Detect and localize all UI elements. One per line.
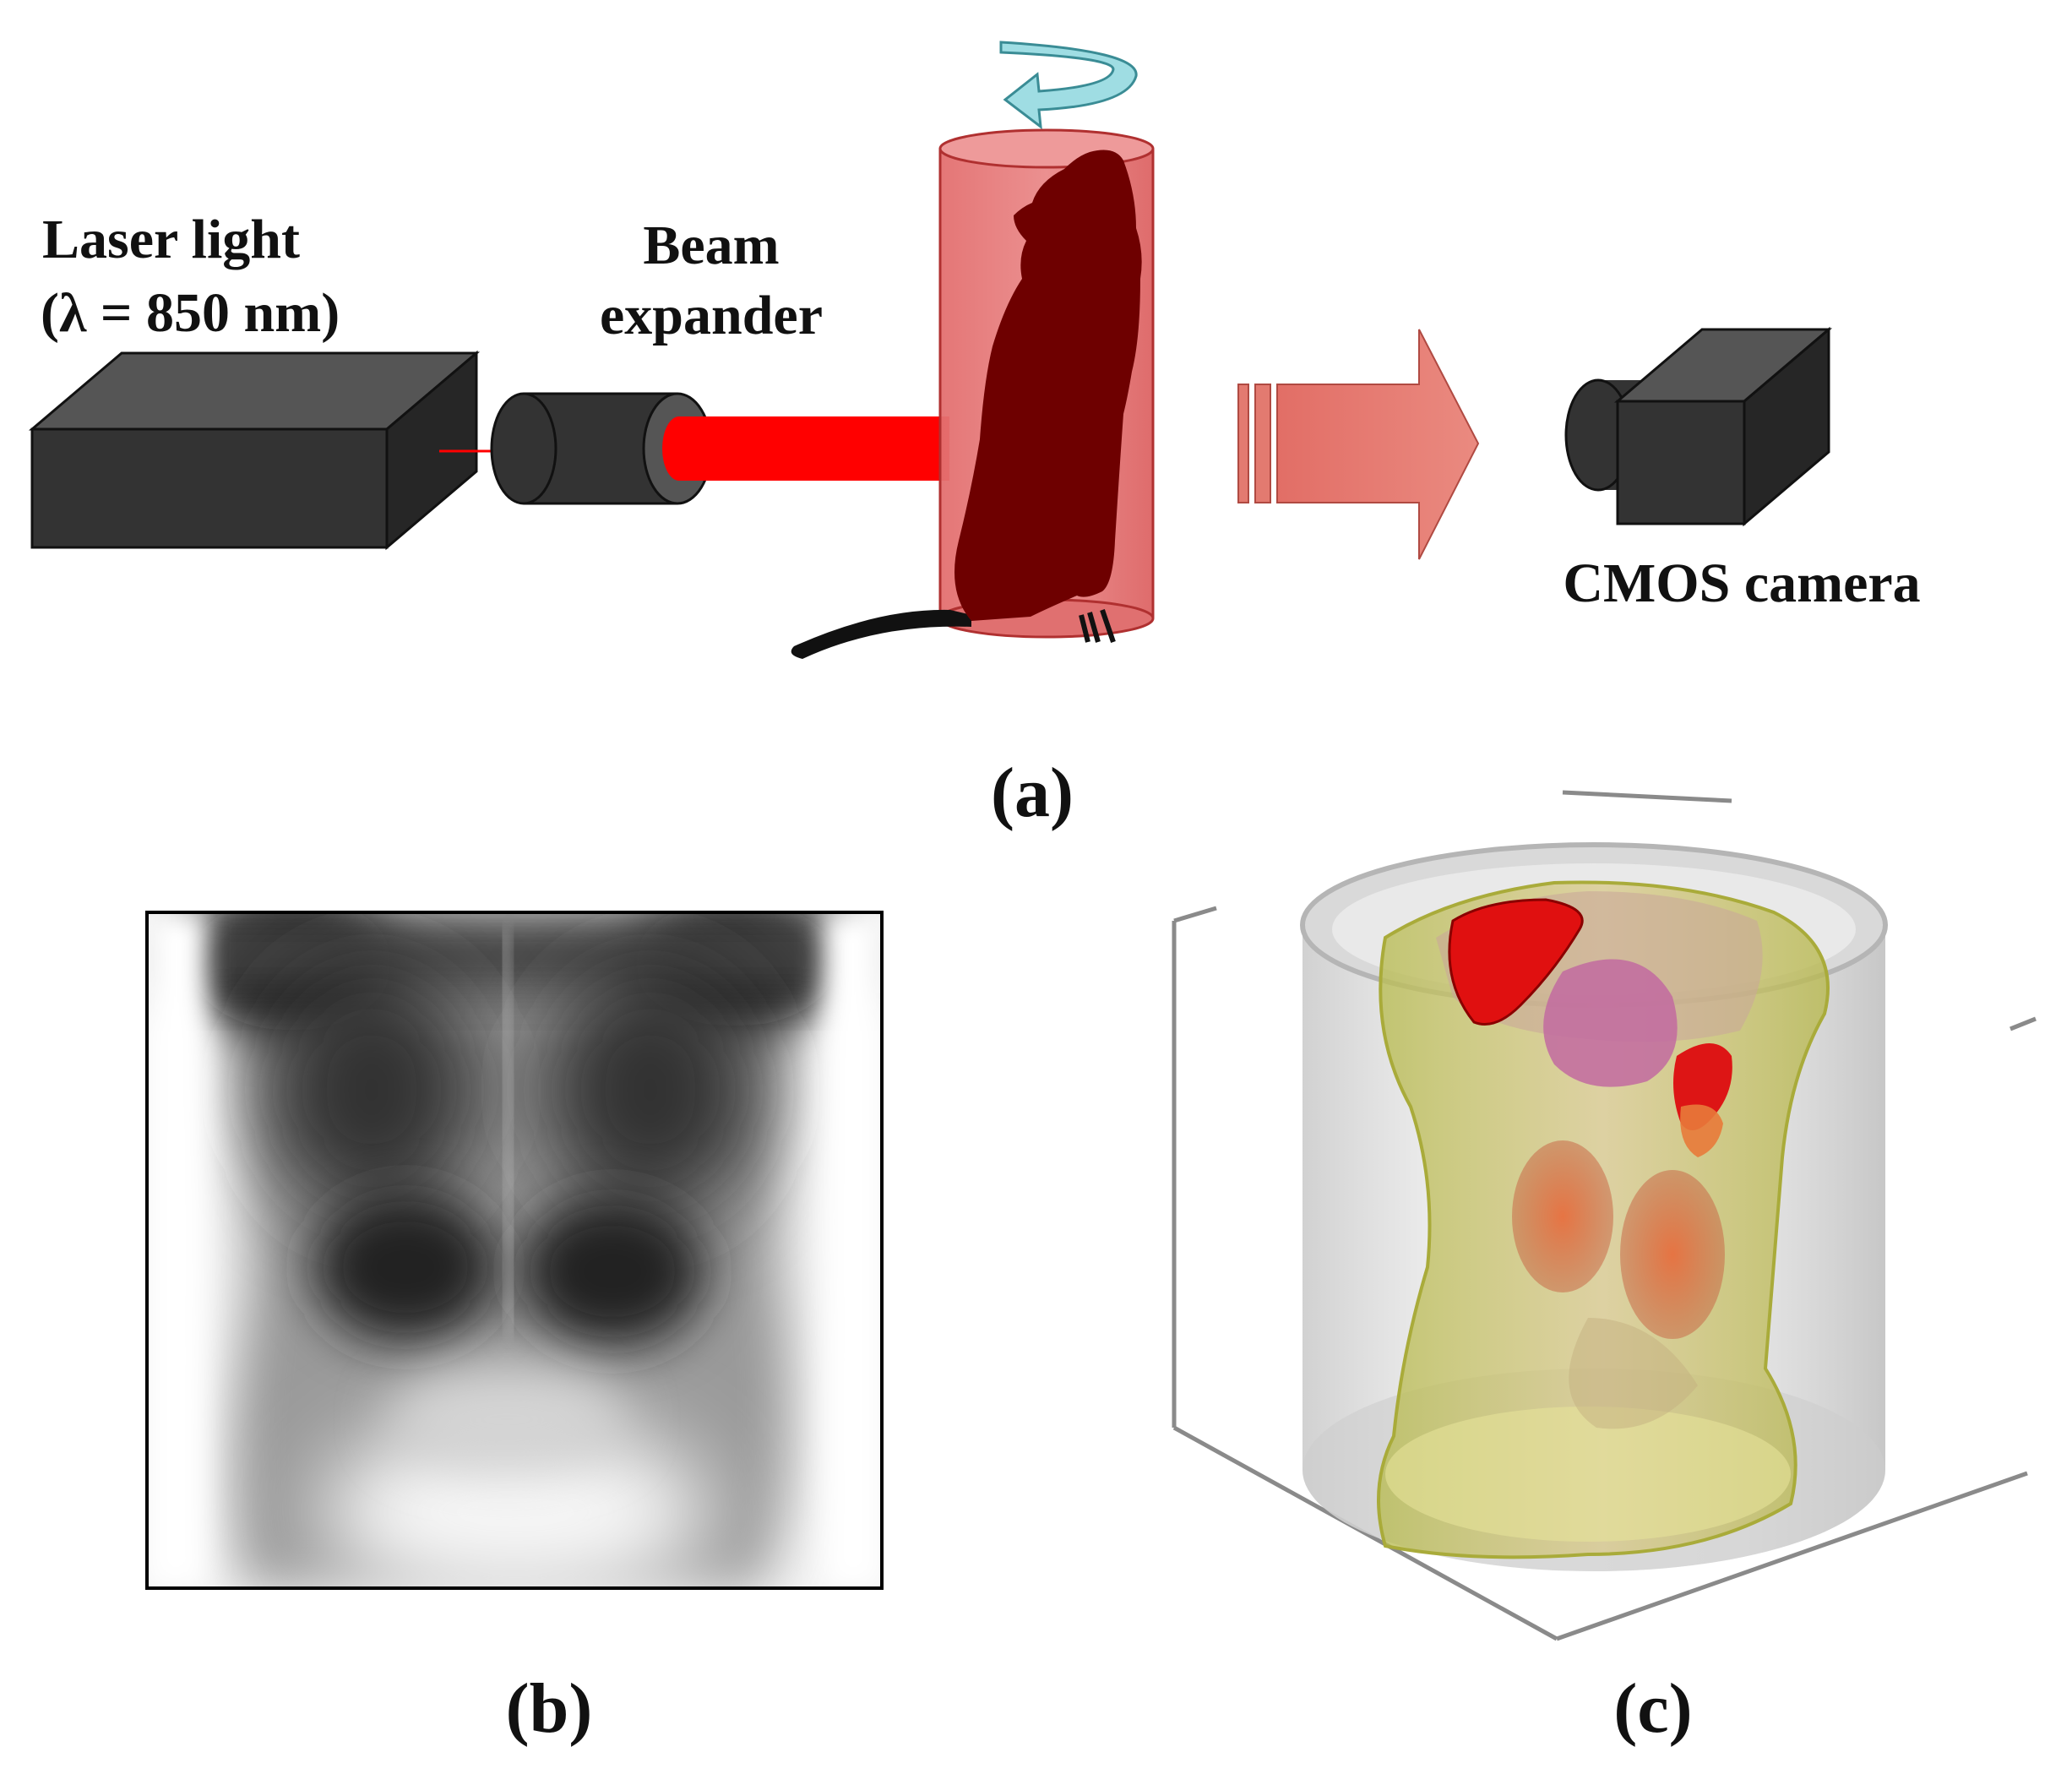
mouse-silhouette — [791, 150, 1142, 659]
rotation-arrow-icon — [999, 41, 1138, 130]
bounding-box — [1172, 790, 2037, 1641]
panel-a: Laser light (λ = 850 nm) Beam expander — [28, 41, 1921, 832]
panel-b: (b) — [145, 911, 884, 1748]
cmos-camera — [1564, 326, 1833, 527]
beam-expander — [490, 392, 713, 505]
laser-beam — [679, 416, 949, 481]
panel-c: (c) — [1172, 790, 2037, 1748]
light-arrow-icon — [1237, 329, 1480, 560]
organs — [1448, 898, 1732, 1429]
laser-source — [28, 350, 494, 551]
panel-b-label: (b) — [506, 1669, 593, 1748]
expander-label-line1: Beam — [643, 215, 779, 276]
laser-label-line2: (λ = 850 nm) — [41, 282, 340, 344]
panel-c-label: (c) — [1613, 1669, 1692, 1748]
expander-label-line2: expander — [600, 285, 823, 346]
laser-label-line1: Laser light — [42, 209, 300, 270]
panel-b-frame — [145, 911, 884, 1590]
panel-a-label: (a) — [991, 754, 1074, 832]
panel-b-image — [147, 912, 882, 1588]
camera-label: CMOS camera — [1563, 552, 1920, 614]
